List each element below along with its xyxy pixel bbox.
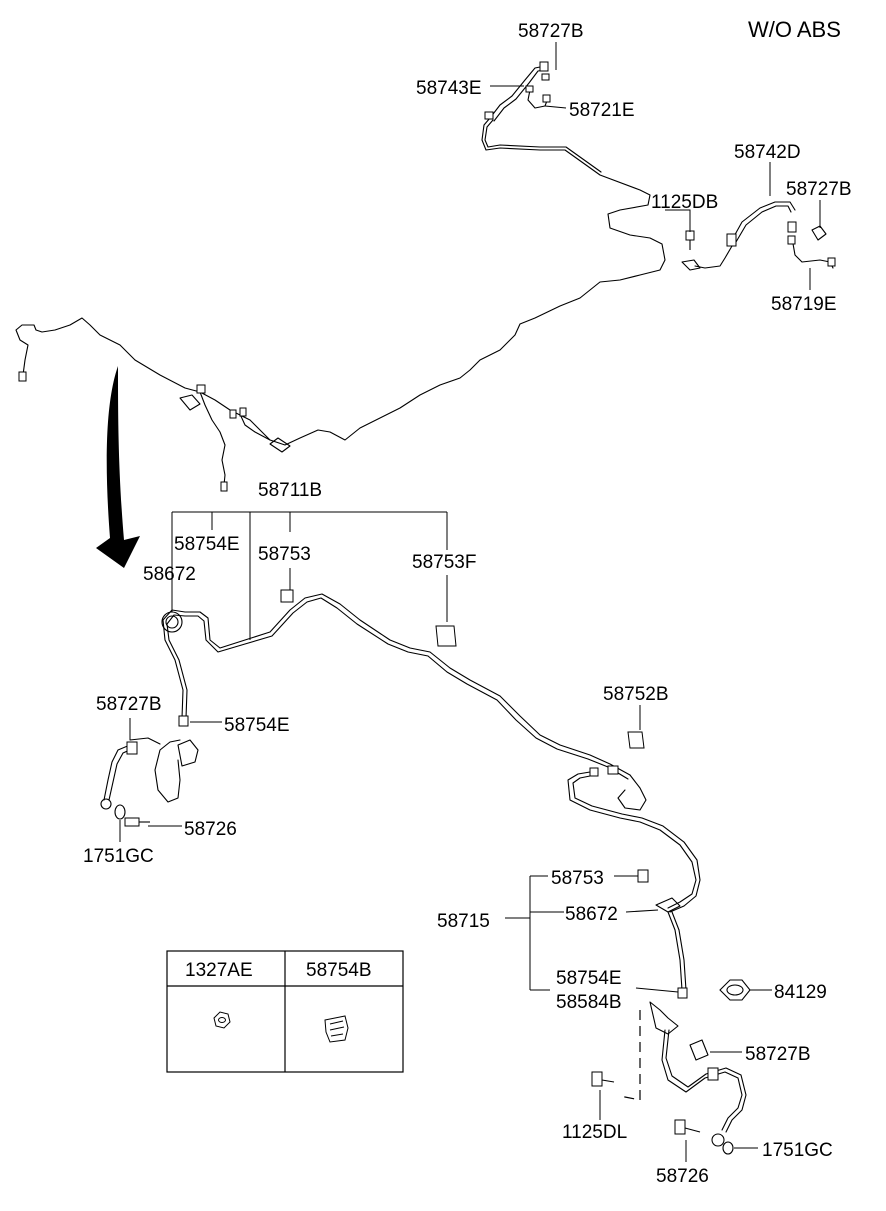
clip	[689, 1039, 709, 1061]
part-label: 58727B	[96, 694, 162, 715]
line-coil	[161, 611, 183, 633]
line-fitting	[589, 767, 599, 777]
part-label: 58719E	[771, 294, 837, 315]
part-label: 58711B	[258, 480, 322, 501]
bracket	[179, 394, 201, 411]
diagram-title: W/O ABS	[748, 17, 841, 42]
part-label: 84129	[774, 982, 827, 1003]
table-header: 1327AE	[185, 960, 253, 981]
front-right-line	[567, 767, 697, 909]
part-label: 58727B	[518, 21, 584, 42]
rear-brake-line	[239, 117, 666, 446]
clip-icon	[324, 1015, 349, 1043]
lower-brake-line-assembly	[100, 511, 751, 1155]
part-label: 58584B	[556, 992, 622, 1013]
part-label: 58754E	[224, 715, 290, 736]
hose-fitting	[827, 257, 836, 267]
dashed-guide	[619, 1010, 641, 1101]
part-label: 58721E	[569, 100, 635, 121]
line-clip	[637, 869, 649, 883]
hose-bracket	[177, 739, 199, 767]
clip	[541, 73, 550, 81]
hose-fitting	[726, 233, 737, 247]
line-clip	[280, 589, 294, 603]
part-label: 58726	[184, 819, 237, 840]
line-clip	[627, 731, 645, 749]
line-fitting	[239, 407, 247, 417]
line-fitting	[220, 481, 228, 492]
hose-fitting	[539, 61, 549, 72]
line-fitting	[229, 409, 237, 419]
hose-fitting	[787, 235, 796, 245]
part-label: 58753	[551, 868, 604, 889]
bracket	[681, 259, 701, 271]
brake-tube-short	[527, 89, 549, 109]
direction-arrow	[96, 366, 140, 568]
front-right-drop	[667, 911, 683, 991]
part-label: 58754E	[556, 968, 622, 989]
leader-lines	[119, 42, 821, 1162]
part-label: 58672	[565, 904, 618, 925]
bracket	[269, 437, 291, 453]
front-brake-line	[162, 593, 631, 776]
bolt	[674, 1119, 686, 1135]
parts-table: 1327AE 58754B	[166, 950, 404, 1073]
line-bend	[655, 897, 681, 913]
line-fitting	[18, 371, 27, 382]
part-label: 1751GC	[83, 846, 154, 867]
line-bend	[617, 774, 647, 811]
part-label: 1125DB	[651, 192, 718, 213]
line-fitting	[607, 765, 619, 775]
part-label: 58726	[656, 1166, 709, 1187]
left-branch-line	[15, 317, 271, 441]
part-label: 58727B	[745, 1044, 811, 1065]
line-fitting	[484, 111, 494, 120]
table-header: 58754B	[306, 960, 372, 981]
clip	[126, 741, 138, 755]
bolt	[591, 1071, 603, 1087]
brake-tube-link	[694, 245, 733, 269]
part-label: 58672	[143, 564, 196, 585]
line-clip	[435, 625, 457, 647]
hose-bracket	[649, 1001, 679, 1035]
hose-fitting	[787, 221, 797, 233]
line-clip	[196, 384, 206, 394]
part-label: 58742D	[734, 142, 801, 163]
part-label: 58743E	[416, 78, 482, 99]
line-fitting	[677, 987, 688, 999]
part-label: 1125DL	[562, 1122, 627, 1143]
clip	[811, 225, 827, 241]
front-left-hose	[154, 739, 181, 803]
bolt	[124, 817, 140, 827]
washer	[114, 804, 126, 820]
part-label: 1751GC	[762, 1140, 833, 1161]
hose-fitting	[525, 85, 534, 93]
brake-hose-right	[731, 201, 796, 241]
bolt	[685, 230, 695, 241]
grommet	[719, 979, 751, 1001]
nut-icon	[213, 1011, 231, 1029]
part-label: 58753	[258, 544, 311, 565]
part-label: 58754E	[174, 534, 240, 555]
line-fitting	[178, 715, 189, 727]
banjo-fitting	[711, 1133, 725, 1147]
brake-hose-upper	[489, 65, 546, 119]
part-label: 58753F	[412, 552, 476, 573]
hose-fitting	[542, 94, 551, 103]
washer	[722, 1141, 734, 1155]
front-right-hose	[661, 1029, 743, 1131]
part-label: 58715	[437, 911, 490, 932]
brake-tube-right	[791, 237, 834, 269]
part-labels: 58727B 58743E 58721E 58742D 58727B 1125D…	[83, 21, 852, 1187]
hose-fitting	[707, 1067, 719, 1081]
upper-brake-line-assembly	[15, 61, 836, 492]
banjo-fitting	[100, 798, 112, 810]
part-label: 58727B	[786, 179, 852, 200]
part-label: 58752B	[603, 684, 669, 705]
